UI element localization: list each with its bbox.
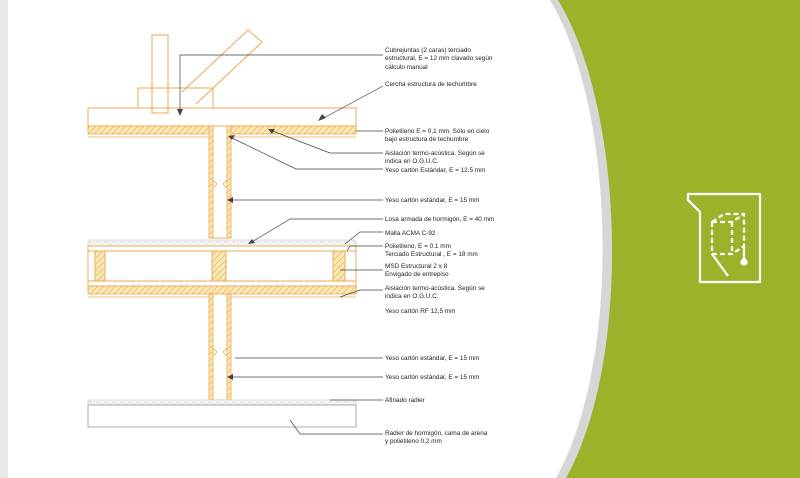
label-cubrejuntas: Cubrejuntas (2 caras) terciado estructur… bbox=[385, 47, 493, 71]
label-yeso-15-lower-a: Yeso cartón estándar, E = 15 mm bbox=[385, 355, 480, 362]
label-yeso-rf: Yeso cartón RF 12,5 mm bbox=[385, 308, 456, 315]
label-losa-hormigon: Losa armada de hormigón, E = 40 mm bbox=[385, 216, 495, 223]
screed bbox=[87, 399, 357, 406]
label-afinado-radier: Afinado radier bbox=[385, 397, 425, 404]
white-panel bbox=[8, 0, 603, 478]
label-radier-hormigon: Radier de hormigón, cama de arena y poli… bbox=[385, 430, 488, 446]
label-malla-acma: Malla ACMA C-92 bbox=[385, 230, 436, 237]
floor-structure bbox=[87, 245, 357, 287]
leader-lines bbox=[179, 54, 384, 435]
label-yeso-12-5: Yeso cartón Estándar, E = 12,5 mm bbox=[385, 167, 486, 174]
floor-insulation bbox=[87, 285, 357, 295]
construction-document-icon bbox=[686, 192, 762, 284]
label-msd-envigado: MSD Estructural 2 x 8 Envigado de entrep… bbox=[385, 263, 449, 279]
concrete-ground-slab bbox=[87, 404, 357, 428]
label-aislacion-entrepiso: Aislación termo-acústica. Según se indic… bbox=[385, 285, 485, 301]
label-yeso-15-upper: Yeso cartón estándar, E = 15 mm bbox=[385, 197, 480, 204]
upper-wall bbox=[208, 125, 232, 239]
label-polietileno-cielo: Polietileno E = 0,1 mm. Sólo en cielo ba… bbox=[385, 128, 490, 144]
label-yeso-15-lower-b: Yeso cartón estándar, E = 15 mm bbox=[385, 374, 480, 381]
label-cercha: Cercha estructura de techumbre bbox=[385, 81, 477, 88]
concrete-topping bbox=[87, 239, 357, 247]
lower-wall bbox=[208, 293, 232, 401]
label-aislacion-techo: Aislación termo-acústica. Según se indic… bbox=[385, 150, 485, 166]
leader-arrows bbox=[177, 109, 326, 380]
label-polietileno-terciado: Polietileno, E = 0.1 mm Terciado Estruct… bbox=[385, 243, 478, 259]
